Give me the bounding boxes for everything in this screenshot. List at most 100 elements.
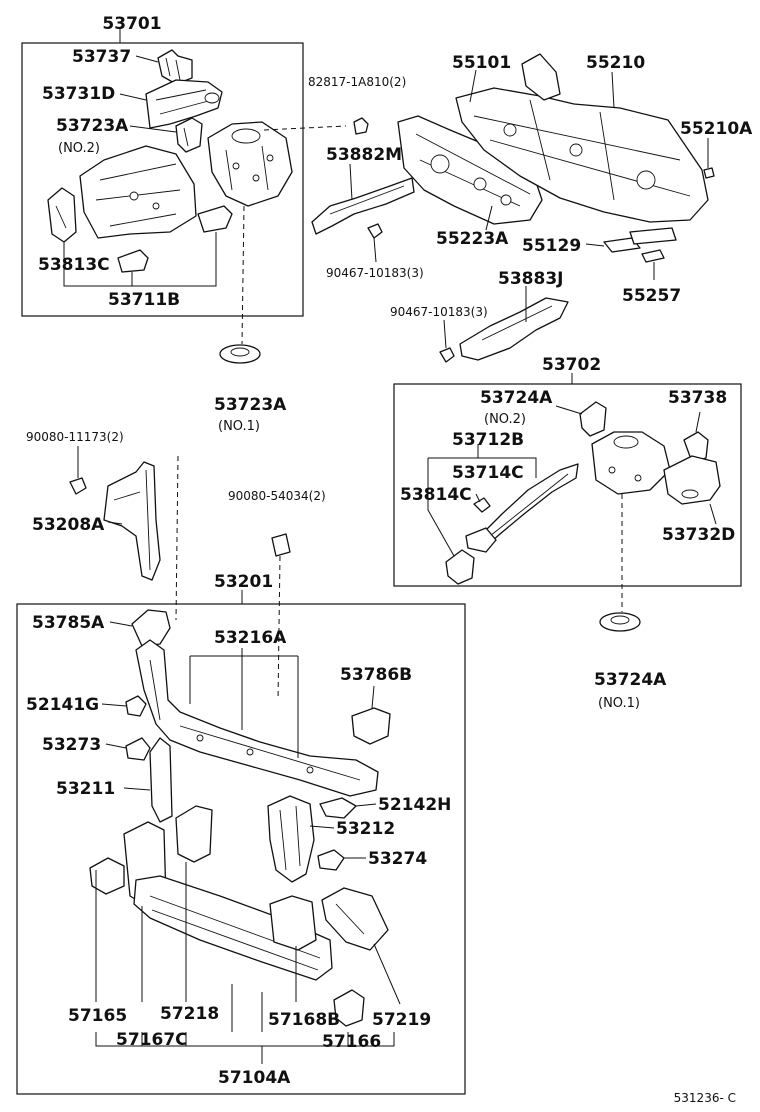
label-55129: 55129	[522, 236, 581, 256]
label-53723a-no1: 53723A	[214, 395, 287, 415]
label-53212: 53212	[336, 819, 395, 839]
part-90467-clip-a[interactable]	[367, 223, 383, 239]
label-52141g: 52141G	[26, 695, 99, 715]
label-90467-10183-b: 90467-10183(3)	[390, 305, 488, 319]
label-53714c: 53714C	[452, 463, 524, 483]
label-82817-1a810: 82817-1A810(2)	[308, 75, 406, 89]
label-52142h: 52142H	[378, 795, 451, 815]
part-53731d[interactable]	[145, 79, 223, 129]
label-53814c: 53814C	[400, 485, 472, 505]
part-52141g[interactable]	[125, 695, 147, 717]
part-57218-bracket[interactable]	[175, 805, 213, 863]
label-57104a: 57104A	[218, 1068, 291, 1088]
part-90080-54034-bolt[interactable]	[271, 533, 291, 557]
part-53883j[interactable]	[459, 297, 569, 361]
label-53702: 53702	[542, 355, 601, 375]
label-57218: 57218	[160, 1004, 219, 1024]
label-53208a: 53208A	[32, 515, 105, 535]
part-53208a[interactable]	[103, 461, 161, 581]
part-53714c[interactable]	[465, 527, 497, 553]
label-53737: 53737	[72, 47, 131, 67]
label-53732d: 53732D	[662, 525, 735, 545]
part-55257[interactable]	[641, 249, 665, 263]
label-53712b: 53712B	[452, 430, 524, 450]
label-53724a-no2: 53724A	[480, 388, 553, 408]
label-55210: 55210	[586, 53, 645, 73]
label-57165: 57165	[68, 1006, 127, 1026]
label-53883j: 53883J	[498, 269, 563, 289]
group-box-53702	[393, 383, 742, 587]
part-53212[interactable]	[267, 795, 315, 883]
part-57104a-lower-support[interactable]	[133, 875, 333, 981]
part-57219[interactable]	[321, 887, 389, 951]
part-55210[interactable]	[455, 87, 709, 223]
part-53732d[interactable]	[663, 455, 721, 505]
label-53711b: 53711B	[108, 290, 180, 310]
part-53711b-bracket-b[interactable]	[197, 205, 233, 233]
label-57167c: 57167C	[116, 1030, 188, 1050]
part-57168b[interactable]	[269, 895, 317, 951]
part-90080-11173-bolt[interactable]	[69, 477, 87, 495]
label-no2-a: (NO.2)	[58, 141, 100, 156]
part-suspension-tower-left[interactable]	[207, 121, 293, 207]
group-box-53201	[16, 603, 466, 1095]
label-no1-b: (NO.1)	[598, 696, 640, 711]
label-53738: 53738	[668, 388, 727, 408]
part-53786b[interactable]	[351, 707, 391, 745]
part-53724a-no1[interactable]	[599, 612, 641, 632]
part-55101[interactable]	[397, 115, 543, 225]
label-53273: 53273	[42, 735, 101, 755]
part-53723a-no1[interactable]	[219, 344, 261, 364]
group-box-53701	[21, 42, 304, 317]
part-53211[interactable]	[149, 737, 173, 823]
label-53786b: 53786B	[340, 665, 412, 685]
label-57168b: 57168B	[268, 1010, 340, 1030]
label-no1-a: (NO.1)	[218, 419, 260, 434]
part-53711b-bracket-a[interactable]	[117, 249, 149, 273]
label-53724a-no1: 53724A	[594, 670, 667, 690]
label-90080-11173: 90080-11173(2)	[26, 430, 124, 444]
label-90080-54034: 90080-54034(2)	[228, 489, 326, 503]
label-53785a: 53785A	[32, 613, 105, 633]
label-57166: 57166	[322, 1032, 381, 1052]
label-57219: 57219	[372, 1010, 431, 1030]
part-55129-seal[interactable]	[629, 227, 677, 245]
part-apron-left[interactable]	[79, 145, 197, 239]
part-55210-cowl-top[interactable]	[521, 53, 561, 101]
part-82817-clip[interactable]	[353, 117, 369, 135]
illustration-code: 531236- C	[674, 1091, 736, 1105]
label-55223a: 55223A	[436, 229, 509, 249]
part-90467-clip-b[interactable]	[439, 347, 455, 363]
label-no2-b: (NO.2)	[484, 412, 526, 427]
part-53737[interactable]	[157, 49, 193, 85]
label-90467-10183-a: 90467-10183(3)	[326, 266, 424, 280]
label-53211: 53211	[56, 779, 115, 799]
part-53814c[interactable]	[473, 497, 491, 513]
part-57165[interactable]	[89, 857, 125, 895]
part-53273[interactable]	[125, 737, 151, 761]
label-53723a-no2: 53723A	[56, 116, 129, 136]
label-53216a: 53216A	[214, 628, 287, 648]
part-52142h[interactable]	[319, 797, 357, 819]
part-53712b-extension[interactable]	[445, 549, 475, 585]
part-suspension-tower-right[interactable]	[591, 431, 671, 495]
label-55101: 55101	[452, 53, 511, 73]
label-53201: 53201	[214, 572, 273, 592]
part-53274[interactable]	[317, 849, 345, 871]
label-55210a: 55210A	[680, 119, 753, 139]
label-53701: 53701	[102, 14, 161, 34]
label-53813c: 53813C	[38, 255, 110, 275]
part-53813c[interactable]	[47, 187, 77, 243]
part-53723a-no2[interactable]	[175, 117, 203, 153]
label-55257: 55257	[622, 286, 681, 306]
part-53882m[interactable]	[311, 177, 415, 235]
part-57166[interactable]	[333, 989, 365, 1027]
part-53724a-no2[interactable]	[579, 401, 607, 437]
label-53731d: 53731D	[42, 84, 115, 104]
label-53882m: 53882M	[326, 145, 402, 165]
part-55210a-clip[interactable]	[703, 167, 715, 179]
label-53274: 53274	[368, 849, 427, 869]
part-55129[interactable]	[603, 237, 641, 253]
part-53216a-upper-support[interactable]	[135, 639, 379, 797]
